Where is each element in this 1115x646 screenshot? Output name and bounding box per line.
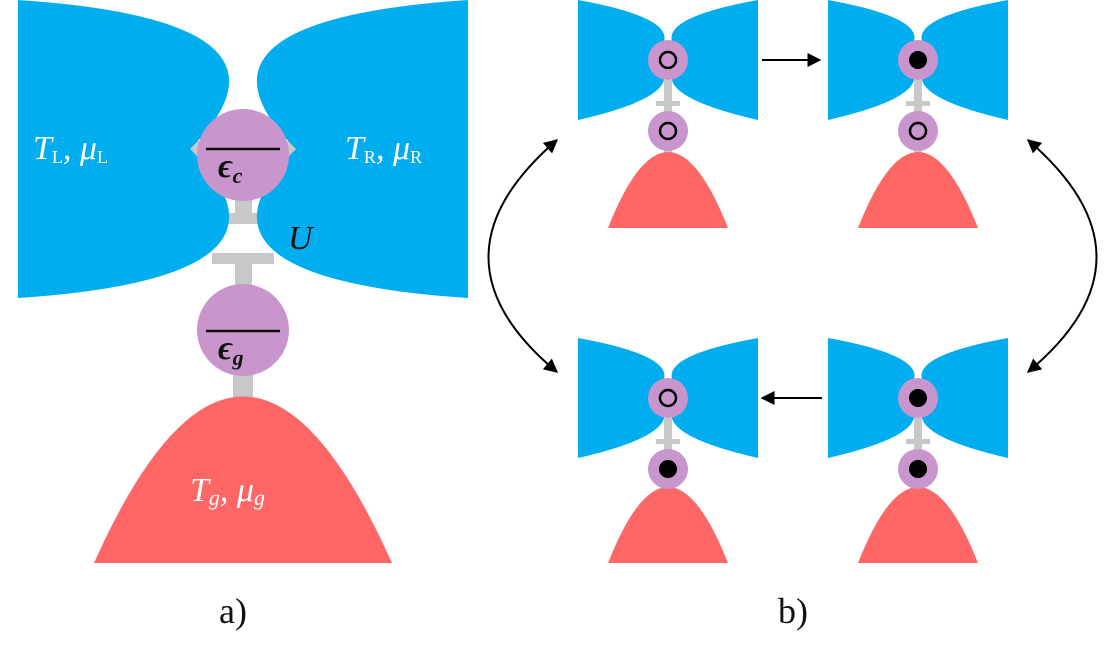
arrow-right-bidirectional	[1026, 139, 1098, 373]
left-lead	[18, 0, 230, 298]
gate-lead	[94, 396, 392, 563]
small-gate-lead	[858, 152, 978, 228]
caption-b: b)	[778, 591, 808, 631]
small-gate-lead	[858, 487, 978, 563]
gate-empty-state	[908, 121, 928, 141]
capacitor-plate-top	[212, 213, 274, 224]
gate-empty-state	[658, 121, 678, 141]
small-left-lead	[828, 0, 915, 120]
arrow-left-bidirectional	[487, 139, 559, 373]
small-capacitor-plate	[906, 101, 930, 106]
small-right-lead	[921, 0, 1008, 120]
small-left-lead	[828, 338, 915, 458]
small-capacitor-plate	[906, 439, 930, 444]
gate-electron	[909, 460, 927, 478]
conductor-electron	[909, 51, 927, 69]
small-left-lead	[578, 338, 665, 458]
small-gate-lead	[608, 487, 728, 563]
panel-b	[487, 0, 1098, 563]
conductor-dot	[197, 109, 289, 201]
caption-a: a)	[219, 591, 247, 631]
small-left-lead	[578, 0, 665, 120]
interaction-label: U	[288, 220, 313, 257]
small-capacitor-plate	[656, 439, 680, 444]
state-top-right	[828, 0, 1008, 228]
left-lead-label: TL, μL	[33, 130, 108, 167]
state-bottom-left	[578, 338, 758, 563]
panel-a	[18, 0, 468, 563]
gate-electron	[659, 460, 677, 478]
right-lead-label: TR, μR	[345, 130, 423, 167]
conductor-empty-state	[658, 388, 678, 408]
small-gate-lead	[608, 152, 728, 228]
state-top-left	[578, 0, 758, 228]
small-capacitor-plate	[656, 101, 680, 106]
conductor-empty-state	[658, 50, 678, 70]
small-right-lead	[921, 338, 1008, 458]
conductor-level-label: ϵc	[218, 148, 243, 188]
small-right-lead	[671, 338, 758, 458]
small-right-lead	[671, 0, 758, 120]
conductor-electron	[909, 389, 927, 407]
right-lead	[256, 0, 468, 298]
gate-level-label: ϵg	[218, 330, 244, 370]
state-bottom-right	[828, 338, 1008, 563]
gate-lead-label: Tg, μg	[190, 472, 265, 510]
